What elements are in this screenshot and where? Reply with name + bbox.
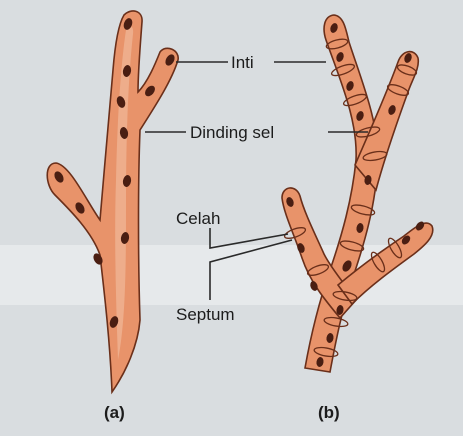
caption-b: (b) xyxy=(318,403,340,422)
caption-a: (a) xyxy=(104,403,125,422)
label-inti: Inti xyxy=(231,53,254,72)
label-septum: Septum xyxy=(176,305,235,324)
label-celah: Celah xyxy=(176,209,220,228)
label-dinding-sel: Dinding sel xyxy=(190,123,274,142)
